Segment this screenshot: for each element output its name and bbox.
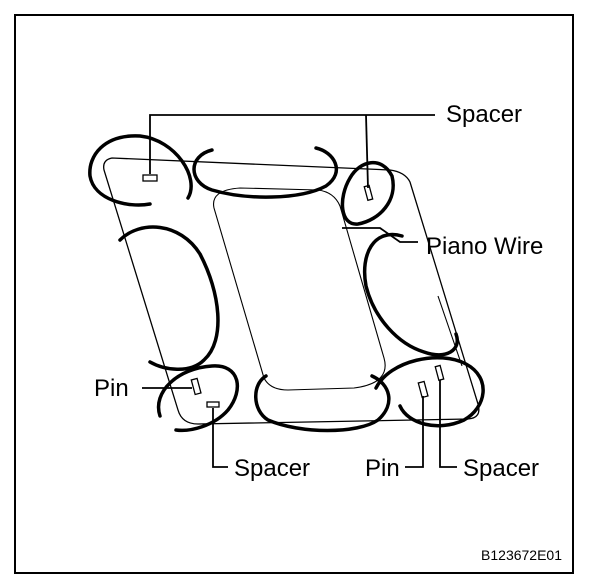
wire-loop-left [118,225,220,371]
wire-loop-right [363,232,459,357]
spacer-bottom-right [434,364,445,382]
leader-spacer-bottom-right [439,380,457,468]
pin-bottom-right [417,380,429,399]
wire-loop-bottom-center [254,374,391,433]
leader-spacer-top [149,114,435,174]
wire-loop-bottom-right [374,356,485,428]
leader-spacer-top-branch [365,114,369,189]
fittings [142,174,445,408]
spacer-top-left [142,174,158,182]
wire-loop-top-right [340,160,395,226]
label-pin-right: Pin [365,455,400,482]
label-spacer-bottom-right: Spacer [463,455,539,482]
label-piano-wire: Piano Wire [426,233,543,260]
wire-loop-top-left [88,134,193,207]
label-pin-left: Pin [94,375,129,402]
leader-piano-wire [342,227,418,243]
inner-panel [212,187,463,391]
piano-wire-strands [88,134,485,433]
figure-code: B123672E01 [481,547,562,563]
pin-bottom-left [190,377,202,396]
wire-loop-top-center [192,146,339,199]
leader-pin-right [405,396,424,468]
spacer-bottom-left [206,401,220,408]
label-spacer-bottom-left: Spacer [234,455,310,482]
figure-frame [14,14,574,574]
wire-loop-bottom-left [156,364,239,433]
leader-spacer-bottom-left [212,408,228,468]
leader-lines [142,114,457,468]
spacer-top-right [363,184,374,202]
right-side-line [437,295,463,367]
inner-panel-outline [212,187,386,391]
label-spacer-top: Spacer [446,101,522,128]
